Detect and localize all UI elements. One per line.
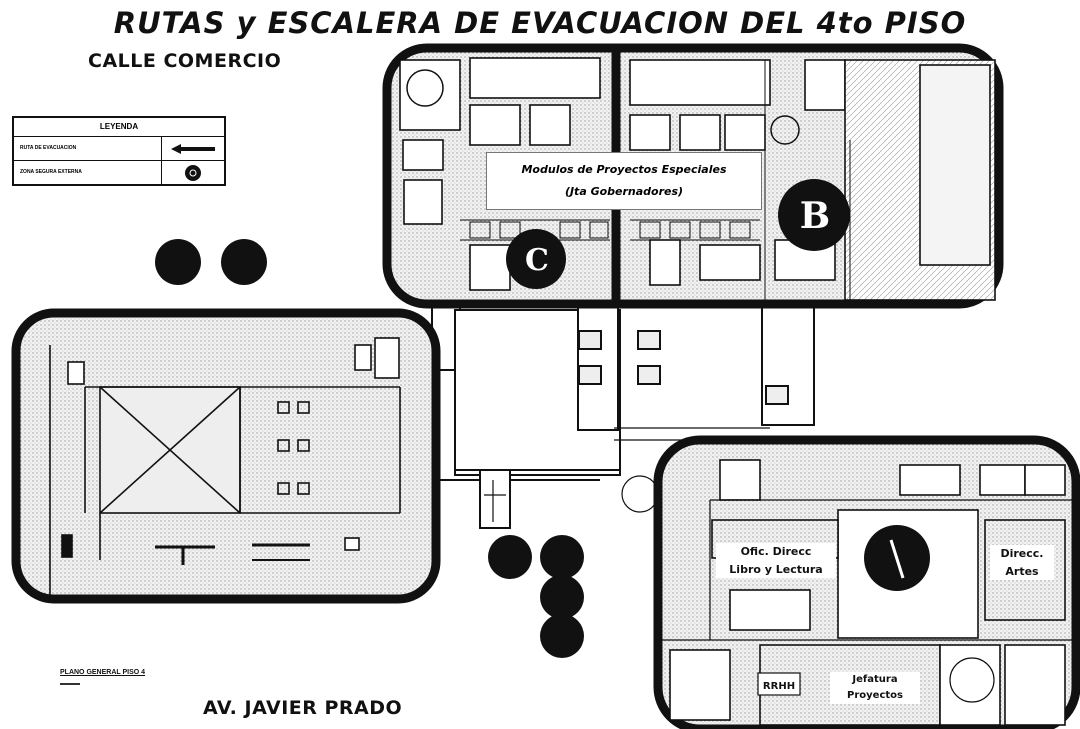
stairs: C B xyxy=(506,179,930,591)
room-label-line: Libro y Lectura xyxy=(729,562,823,576)
page-title: RUTAS y ESCALERA DE EVACUACION DEL 4to P… xyxy=(113,6,967,40)
room-label-line: Artes xyxy=(1005,564,1039,578)
safe-zones xyxy=(155,239,584,658)
plan-label-underline xyxy=(60,683,80,685)
safe-zone-circle-icon xyxy=(540,614,584,658)
arrow-left-icon xyxy=(162,137,224,160)
legend-box: LEYENDA RUTA DE EVACUACION ZONA SEGURA E… xyxy=(12,116,226,186)
room-rrhh: RRHH xyxy=(763,681,795,692)
safe-zone-circle-icon xyxy=(155,239,201,285)
room-label-line: Ofic. Direcc xyxy=(740,545,812,558)
stair-c-label: C xyxy=(525,243,549,278)
column-marker xyxy=(406,69,444,107)
legend-row: ZONA SEGURA EXTERNA xyxy=(14,161,224,184)
room-label-modulos: Modulos de Proyectos Especiales (Jta Gob… xyxy=(486,152,762,210)
street-label-north: CALLE COMERCIO xyxy=(88,50,282,72)
stair-b-marker xyxy=(778,179,850,251)
street-label-south: AV. JAVIER PRADO xyxy=(203,697,403,719)
room-label-line: (Jta Gobernadores) xyxy=(564,185,684,198)
plan-label: PLANO GENERAL PISO 4 xyxy=(60,669,146,676)
legend-row-label: ZONA SEGURA EXTERNA xyxy=(14,161,162,184)
legend-header: LEYENDA xyxy=(14,118,224,137)
legend-row-label: RUTA DE EVACUACION xyxy=(14,137,162,160)
room-label-line: Jefatura xyxy=(852,674,898,685)
west-block xyxy=(11,308,441,604)
east-block xyxy=(621,435,1080,729)
stair-c-marker xyxy=(506,229,566,289)
room-label-direcc: Direcc. Artes xyxy=(990,545,1054,581)
stair-a-glyph xyxy=(889,539,905,579)
room-label-line: Proyectos xyxy=(847,690,903,701)
safe-zone-circle-icon xyxy=(221,239,267,285)
stair-b-label: B xyxy=(800,195,830,237)
room-label-jefatura: Jefatura Proyectos xyxy=(830,672,920,704)
safe-zone-circle-icon xyxy=(488,535,532,579)
room-label-ofic: Ofic. Direcc Libro y Lectura xyxy=(716,543,836,579)
safe-zone-circle-icon xyxy=(540,535,584,579)
safe-zone-circle-icon xyxy=(540,575,584,619)
room-label-line: Direcc. xyxy=(1000,547,1044,560)
legend-row: RUTA DE EVACUACION xyxy=(14,137,224,161)
corridors xyxy=(430,299,815,529)
room-label-line: Modulos de Proyectos Especiales xyxy=(521,163,727,176)
safe-zone-circle-icon xyxy=(162,161,224,184)
